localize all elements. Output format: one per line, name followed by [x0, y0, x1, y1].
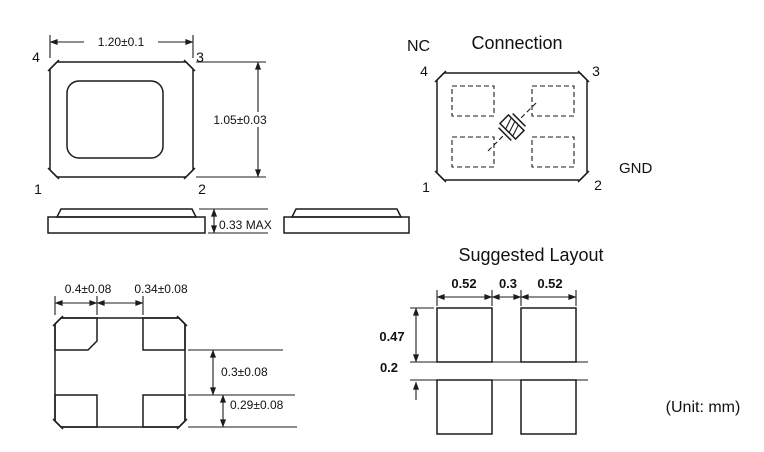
layout-pad-top-left: [436, 307, 493, 363]
crystal-lead: [487, 135, 504, 152]
pad2-hidden-outline: [531, 136, 575, 168]
dim-pad-height: 0.29±0.08: [188, 394, 297, 428]
label-mask: [84, 35, 158, 49]
dim-center-gap-label: 0.3: [499, 276, 517, 291]
layout-pad-bottom-left: [436, 379, 493, 435]
suggested-layout: Suggested Layout 0.52 0.3 0.52 0.47 0.2: [379, 245, 604, 435]
dim-pad-width: 0.4±0.08: [54, 282, 112, 315]
dim-pad-height-label: 0.29±0.08: [230, 398, 284, 412]
notch-line: [434, 170, 447, 183]
notch-line: [577, 70, 590, 83]
pad2-outline: [142, 317, 186, 351]
pad4-hidden-outline: [451, 85, 495, 117]
crystal-body: [498, 113, 526, 141]
crystal-hatch: [508, 121, 516, 133]
crystal-hatch: [505, 117, 512, 130]
dim-height: 1.05±0.03: [196, 61, 271, 178]
nc-label: NC: [407, 38, 430, 55]
connection-view: NC Connection 4 3 1 2 GND: [407, 33, 653, 195]
crystal-plate: [512, 113, 526, 127]
crystal-hatch: [512, 124, 519, 137]
cavity-outline: [66, 80, 164, 159]
side-lid-right: [290, 208, 403, 218]
pad1-outline: [54, 317, 98, 351]
dim-pad-gap-label: 0.3±0.08: [221, 365, 268, 379]
pin4-label: 4: [420, 63, 428, 79]
dim-width-label: 1.20±0.1: [98, 35, 145, 49]
gnd-label: GND: [619, 160, 653, 177]
pad3-outline: [54, 394, 98, 428]
pad1-hidden-outline: [451, 136, 495, 168]
crystal-plate: [498, 127, 512, 141]
pin1-label: 1: [34, 181, 42, 197]
dim-pad-pitch: 0.34±0.08: [96, 282, 188, 315]
side-lid-left: [55, 208, 198, 218]
notch-line: [183, 59, 196, 72]
side-base-right: [283, 216, 410, 234]
dim-pad-height-label: 0.47: [379, 329, 404, 344]
dim-row-gap-label: 0.2: [380, 360, 398, 375]
pin2-label: 2: [594, 177, 602, 193]
crystal-lead: [520, 102, 537, 119]
dim-horizontal: 0.52 0.3 0.52: [436, 276, 577, 306]
package-outline: [54, 317, 186, 428]
notch-line: [577, 170, 590, 183]
pad4-outline: [142, 394, 186, 428]
corner-notch-marks: [52, 315, 188, 430]
dim-left-pad-label: 0.52: [451, 276, 476, 291]
package-outline: [49, 61, 194, 178]
dim-width: 1.20±0.1: [49, 35, 194, 58]
dim-thickness-label: 0.33 MAX: [219, 218, 272, 232]
dim-pad-gap: 0.3±0.08: [188, 349, 295, 396]
layout-pad-top-right: [520, 307, 577, 363]
dim-right-pad-label: 0.52: [537, 276, 562, 291]
top-view: 4 3 1 2 1.20±0.1 1.05±0.03: [32, 35, 271, 197]
notch-line: [47, 167, 60, 180]
pin3-label: 3: [592, 63, 600, 79]
connection-title: Connection: [471, 33, 562, 53]
notch-line: [434, 70, 447, 83]
crystal-symbol: [487, 102, 537, 152]
dim-pad-pitch-label: 0.34±0.08: [134, 282, 188, 296]
suggested-layout-title: Suggested Layout: [458, 245, 603, 265]
dim-pad-width-label: 0.4±0.08: [65, 282, 112, 296]
pin4-label: 4: [32, 49, 40, 65]
bottom-view: 0.4±0.08 0.34±0.08 0.3±0.08 0.29±0.08: [52, 282, 297, 430]
dim-vertical: 0.47 0.2: [379, 307, 588, 400]
label-mask: [210, 112, 271, 127]
corner-notch-marks: [47, 59, 196, 180]
layout-pad-bottom-right: [520, 379, 577, 435]
pad3-hidden-outline: [531, 85, 575, 117]
pin1-label: 1: [422, 179, 430, 195]
dim-thickness: 0.33 MAX: [199, 208, 272, 234]
side-view: 0.33 MAX: [47, 208, 410, 234]
side-base-left: [47, 216, 206, 234]
notch-line: [47, 59, 60, 72]
notch-line: [183, 167, 196, 180]
unit-note: (Unit: mm): [666, 399, 741, 416]
dim-height-label: 1.05±0.03: [213, 113, 267, 127]
corner-notch-marks: [434, 70, 590, 183]
pin3-label: 3: [196, 49, 204, 65]
pin2-label: 2: [198, 181, 206, 197]
